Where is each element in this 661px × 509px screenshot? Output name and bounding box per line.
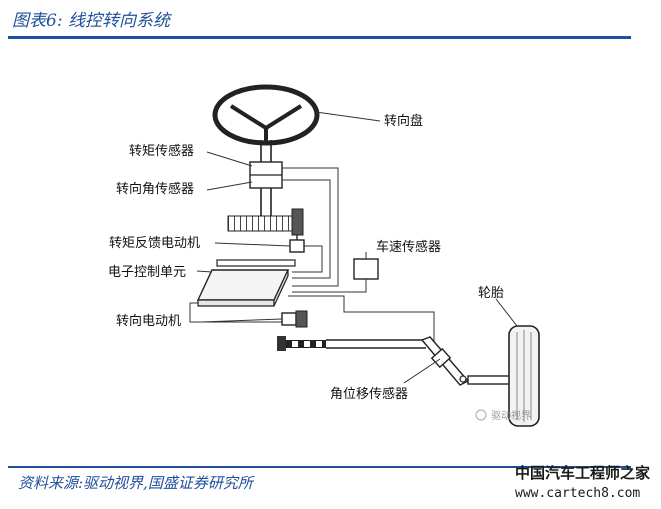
displacement-sensor-box — [430, 347, 452, 369]
label-ecu: 电子控制单元 — [108, 265, 186, 280]
label-steering-wheel: 转向盘 — [384, 113, 423, 129]
steering-motor — [281, 310, 308, 328]
label-tire: 轮胎 — [478, 286, 504, 301]
signal-wires — [189, 167, 435, 342]
inline-watermark-text: 驱动视界 — [491, 409, 531, 422]
sensor-collar — [249, 161, 283, 189]
label-steering-motor: 转向电动机 — [116, 313, 181, 329]
label-displacement-sensor: 角位移传感器 — [330, 386, 408, 402]
label-torque-sensor: 转矩传感器 — [129, 143, 194, 159]
leader-lines — [196, 111, 518, 384]
speed-sensor-box — [353, 258, 379, 280]
feedback-motor-gear — [227, 208, 305, 253]
site-watermark-url: www.cartech8.com — [515, 486, 641, 501]
ecu-unit — [196, 259, 296, 307]
figure-source: 资料来源:驱动视界,国盛证券研究所 — [18, 474, 253, 492]
top-rule — [8, 36, 631, 39]
steering-rack — [277, 336, 511, 386]
steering-wheel — [212, 84, 320, 146]
site-watermark-brand: 中国汽车工程师之家 — [515, 464, 651, 482]
tire — [508, 325, 540, 427]
label-feedback-motor: 转矩反馈电动机 — [109, 236, 200, 251]
figure-title: 图表6: 线控转向系统 — [12, 11, 170, 31]
label-speed-sensor: 车速传感器 — [376, 239, 441, 255]
inline-watermark: 驱动视界 — [475, 409, 531, 422]
bottom-rule — [8, 466, 631, 468]
label-angle-sensor: 转向角传感器 — [116, 181, 194, 197]
